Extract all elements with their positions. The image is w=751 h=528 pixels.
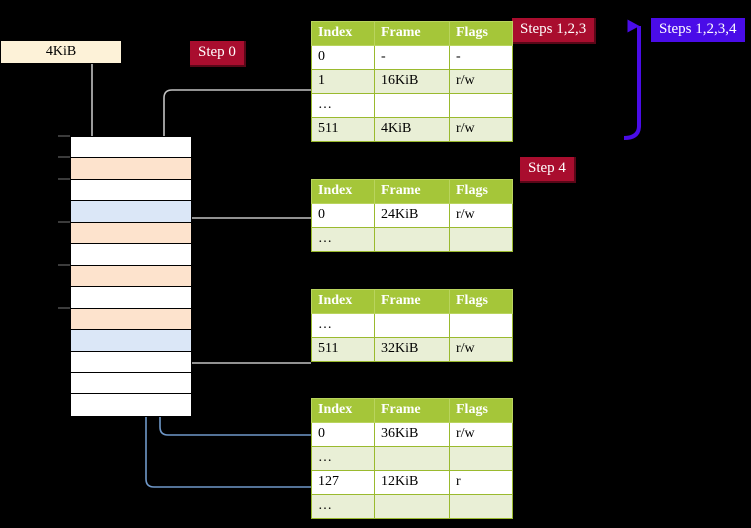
page-table-level-4-header-flags: Flags <box>449 398 513 423</box>
memory-frame-row <box>71 330 191 352</box>
page-table-level-1-cell: - <box>449 45 513 70</box>
page-table-level-4-cell: r/w <box>449 422 513 447</box>
page-table-level-3-header-flags: Flags <box>449 289 513 314</box>
page-table-level-3-cell: 511 <box>311 337 375 362</box>
step-0-badge: Step 0 <box>190 41 246 67</box>
page-table-level-4-cell <box>374 494 450 519</box>
table-row: … <box>311 227 513 252</box>
memory-frame-row <box>71 287 191 309</box>
steps-loop-arrow <box>623 19 641 140</box>
page-table-level-4-cell: 127 <box>311 470 375 495</box>
page-table-level-1-header-index: Index <box>311 21 375 46</box>
page-table-level-1-header-frame: Frame <box>374 21 450 46</box>
step-4-badge: Step 4 <box>520 157 576 183</box>
memory-frame-row <box>71 137 191 159</box>
page-table-level-2-header-frame: Frame <box>374 179 450 204</box>
frame-size-box: 4KiB <box>0 40 122 64</box>
memory-frame-row <box>71 244 191 266</box>
table-row: 0-- <box>311 45 513 70</box>
page-table-level-2-cell <box>374 227 450 252</box>
memory-frame-row <box>71 158 191 180</box>
page-table-level-4-cell <box>374 446 450 471</box>
page-table-level-1-cell <box>449 93 513 118</box>
page-table-level-2-header-flags: Flags <box>449 179 513 204</box>
step-4-badge-label: Step 4 <box>528 160 566 176</box>
page-table-level-1-cell: r/w <box>449 117 513 142</box>
memory-frame-row <box>71 308 191 331</box>
page-table-level-4-cell <box>449 494 513 519</box>
page-table-level-4-header-frame: Frame <box>374 398 450 423</box>
memory-frame-row <box>71 222 191 245</box>
page-table-level-1-cell <box>374 93 450 118</box>
page-table-level-3-cell <box>449 313 513 338</box>
page-table-level-4-cell: r <box>449 470 513 495</box>
steps-123-badge-label: Steps 1,2,3 <box>520 21 587 37</box>
page-table-level-4-cell <box>449 446 513 471</box>
step-0-badge-label: Step 0 <box>198 44 236 60</box>
steps-1234-badge: Steps 1,2,3,4 <box>651 18 745 42</box>
memory-frame-row <box>71 394 191 416</box>
physical-memory-grid <box>70 136 192 417</box>
memory-frame-row <box>71 372 191 395</box>
page-table-level-2-cell: 0 <box>311 203 375 228</box>
page-table-level-1-cell: 4KiB <box>374 117 450 142</box>
page-table-level-1-cell: - <box>374 45 450 70</box>
page-table-level-3-cell: 32KiB <box>374 337 450 362</box>
page-table-level-3-header-frame: Frame <box>374 289 450 314</box>
page-table-level-4-cell: 12KiB <box>374 470 450 495</box>
page-table-level-1-cell: … <box>311 93 375 118</box>
page-table-level-3-cell: r/w <box>449 337 513 362</box>
page-table-level-1-cell: 511 <box>311 117 375 142</box>
memory-frame-row <box>71 179 191 202</box>
page-table-level-2-header-index: Index <box>311 179 375 204</box>
page-table-level-1-header-flags: Flags <box>449 21 513 46</box>
page-table-level-4-cell: 36KiB <box>374 422 450 447</box>
page-table-level-2-cell: … <box>311 227 375 252</box>
table-row: … <box>311 313 513 338</box>
page-table-level-2-cell: r/w <box>449 203 513 228</box>
page-table-level-3-cell: … <box>311 313 375 338</box>
table-row: … <box>311 93 513 118</box>
page-table-level-4-header-index: Index <box>311 398 375 423</box>
page-table-level-1-cell: 16KiB <box>374 69 450 94</box>
page-table-level-2-cell <box>449 227 513 252</box>
page-table-level-2-cell: 24KiB <box>374 203 450 228</box>
page-table-level-1-cell: 1 <box>311 69 375 94</box>
page-table-level-3-header-index: Index <box>311 289 375 314</box>
table-row: … <box>311 494 513 519</box>
steps-123-badge: Steps 1,2,3 <box>512 18 597 44</box>
page-table-level-1-cell: r/w <box>449 69 513 94</box>
page-table-level-4-cell: … <box>311 446 375 471</box>
table-row: … <box>311 446 513 471</box>
page-table-level-3-cell <box>374 313 450 338</box>
page-table-level-4-cell: … <box>311 494 375 519</box>
page-table-level-1-cell: 0 <box>311 45 375 70</box>
steps-1234-badge-label: Steps 1,2,3,4 <box>659 21 737 37</box>
frame-size-label: 4KiB <box>45 44 77 59</box>
memory-frame-row <box>71 351 191 373</box>
memory-frame-row <box>71 201 191 223</box>
memory-frame-row <box>71 265 191 288</box>
page-table-level-4-cell: 0 <box>311 422 375 447</box>
